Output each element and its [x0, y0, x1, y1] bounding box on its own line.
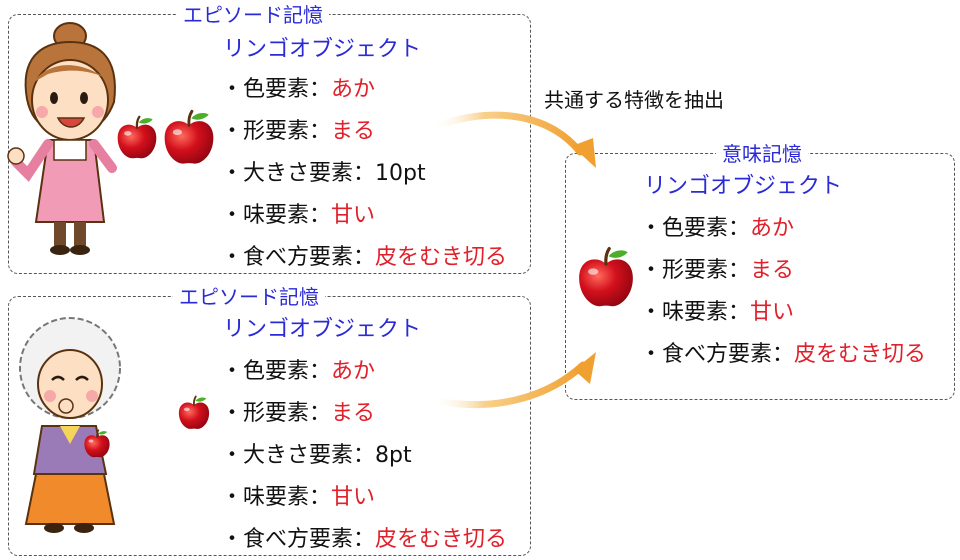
apple-icon [163, 109, 215, 166]
episode-memory-box-2: エピソード記憶 リンゴオブジェクト ・色要素：あか ・形要素：まる ・大きさ要素… [8, 285, 531, 556]
attribute-taste: ・味要素：甘い [221, 485, 376, 510]
apple-icon [83, 429, 111, 459]
attribute-eating: ・食べ方要素：皮をむき切る [221, 527, 508, 552]
attribute-shape: ・形要素：まる [221, 401, 376, 426]
arrow-label: 共通する特徴を抽出 [544, 88, 724, 112]
attribute-eating: ・食べ方要素：皮をむき切る [640, 342, 927, 367]
attribute-taste: ・味要素：甘い [221, 203, 376, 228]
apple-icon [177, 395, 211, 430]
apple-icon [577, 246, 635, 308]
apple-object-title: リンゴオブジェクト [223, 317, 422, 342]
grandmother-with-apple-icon [19, 317, 121, 533]
attribute-size: ・大きさ要素：8pt [221, 443, 412, 468]
episode-memory-title: エピソード記憶 [177, 3, 329, 27]
semantic-memory-box: 意味記憶 リンゴオブジェクト ・色要素：あか ・形要素：まる ・味要素：甘い ・… [565, 142, 955, 400]
apple-object-title: リンゴオブジェクト [644, 174, 843, 199]
episode-memory-title: エピソード記憶 [173, 285, 325, 309]
attribute-size: ・大きさ要素：10pt [221, 161, 426, 186]
semantic-memory-title: 意味記憶 [716, 142, 808, 166]
attribute-color: ・色要素：あか [221, 359, 376, 384]
episode-memory-box-1: エピソード記憶 リンゴオブジェクト ・色要素：あか ・形要素：まる ・大きさ要素… [8, 3, 531, 274]
attribute-taste: ・味要素：甘い [640, 300, 795, 325]
apple-icon [116, 115, 158, 160]
attribute-color: ・色要素：あか [221, 77, 376, 102]
attribute-shape: ・形要素：まる [221, 119, 376, 144]
apple-object-title: リンゴオブジェクト [223, 37, 422, 62]
attribute-color: ・色要素：あか [640, 216, 795, 241]
attribute-eating: ・食べ方要素：皮をむき切る [221, 245, 508, 270]
attribute-shape: ・形要素：まる [640, 258, 795, 283]
woman-with-apple-icon [7, 22, 117, 255]
